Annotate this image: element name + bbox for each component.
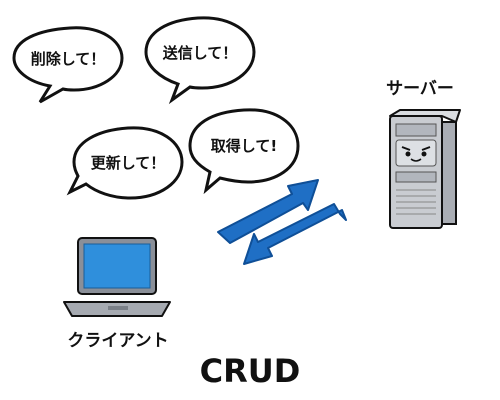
speech-bubble-send: 送信して！ [144,16,256,105]
arrow-to-client [243,203,347,265]
bubble-fetch-text: 取得して! [211,137,277,155]
speech-bubble-update: 更新して！ [66,126,184,200]
speech-bubble-delete: 削除して！ [12,26,124,104]
bubble-update-text: 更新して！ [91,154,166,172]
bubble-send-text: 送信して！ [162,44,238,62]
laptop-icon [63,237,171,317]
client-label: クライアント [67,331,168,351]
server-icon [389,109,461,229]
bidirectional-arrows-icon [217,179,347,265]
bubble-delete-text: 削除して！ [31,50,106,68]
speech-bubble-fetch: 取得して! [188,108,300,195]
server-label: サーバー [386,79,454,99]
arrow-to-server [217,179,319,244]
diagram-title: CRUD [200,352,301,390]
